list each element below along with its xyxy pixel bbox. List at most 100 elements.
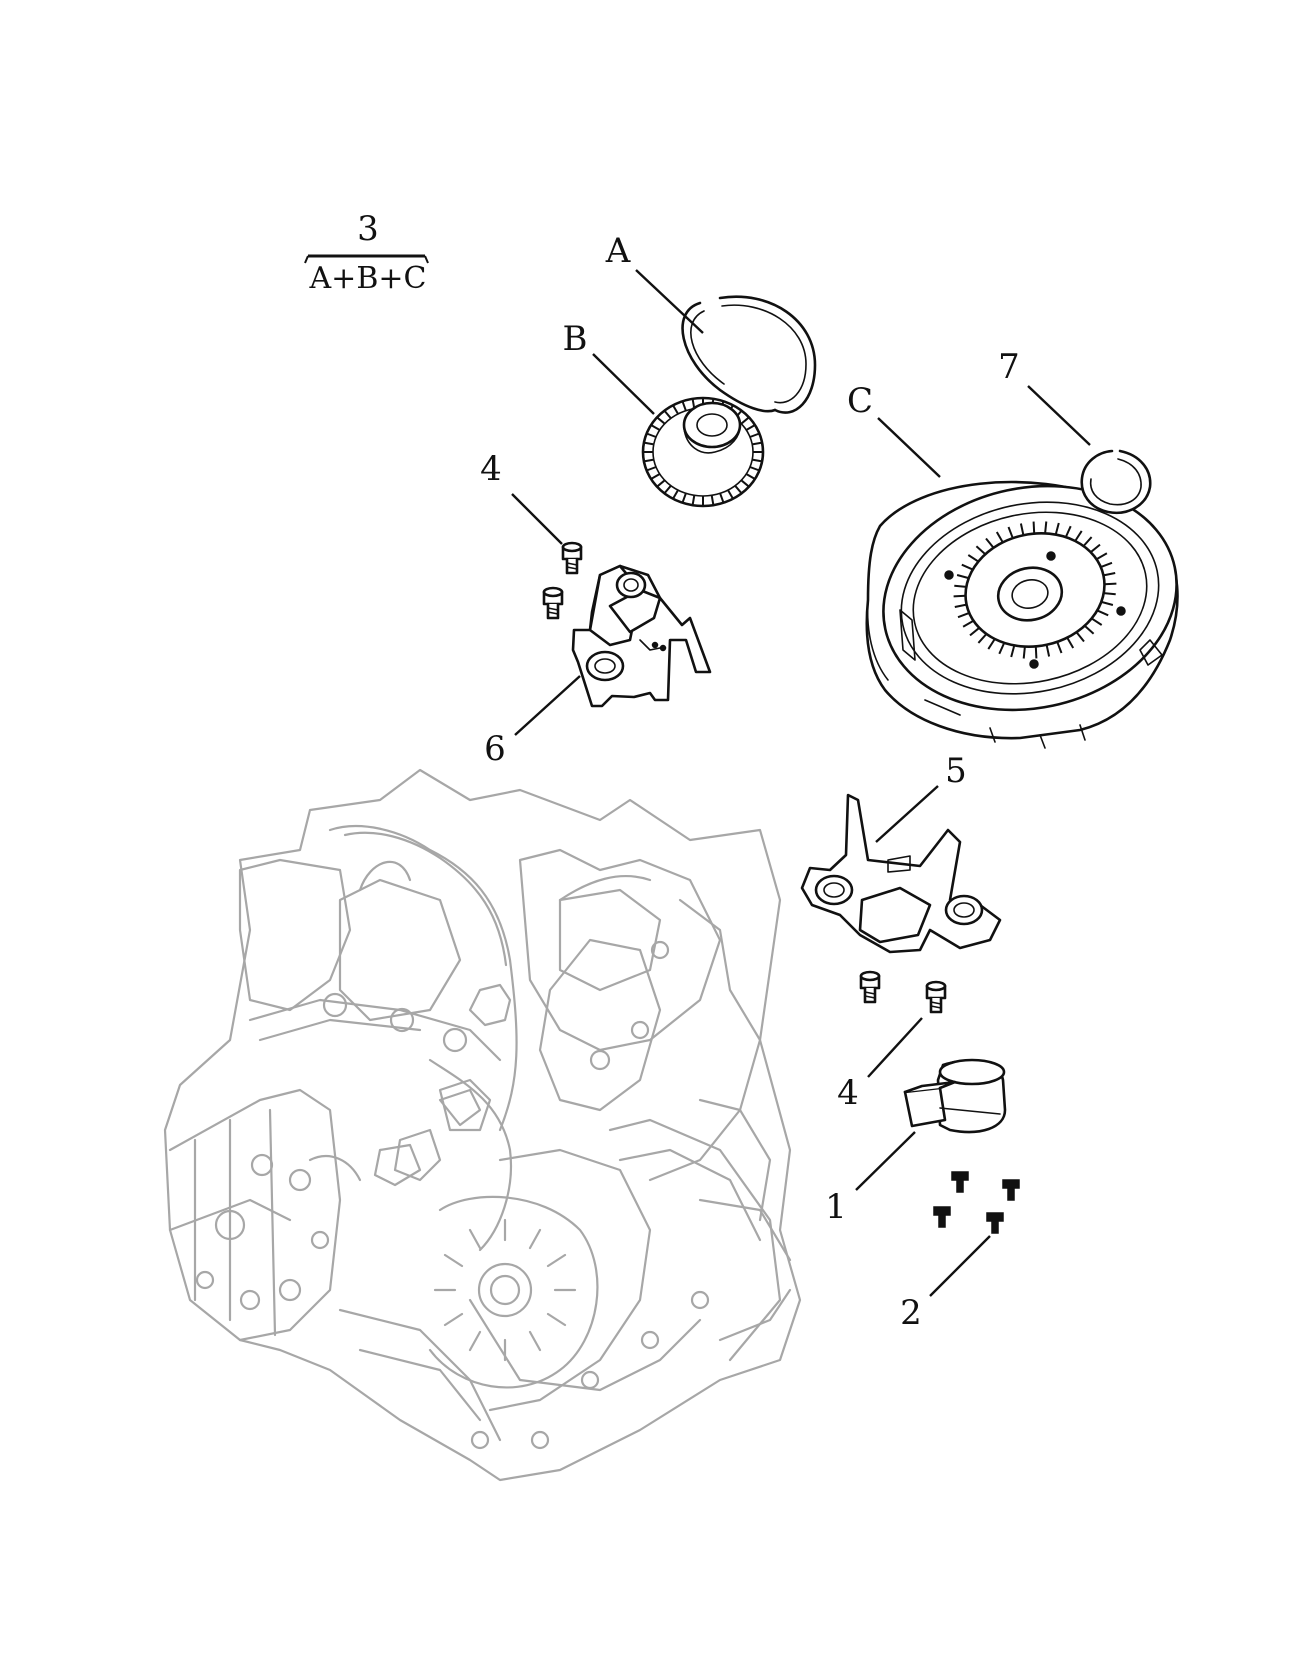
gear-tooth	[650, 424, 661, 431]
leader-7	[1027, 385, 1091, 446]
callout-7: 7	[998, 347, 1020, 387]
gear-tooth	[975, 545, 986, 555]
callout-4-lower: 4	[837, 1073, 859, 1113]
gear-tooth	[727, 489, 734, 500]
bracket-5	[800, 793, 1002, 954]
gear-tooth	[1075, 631, 1085, 643]
gear-tooth	[719, 492, 725, 504]
gear-tooth	[1101, 600, 1114, 606]
leader-6	[514, 675, 581, 736]
gear-tooth	[1103, 572, 1116, 577]
sensor-screws	[933, 1171, 1020, 1234]
gear-tooth	[1010, 645, 1016, 658]
gear-tooth	[957, 611, 970, 619]
leader-b	[592, 353, 655, 415]
gear-tooth	[745, 424, 756, 431]
gear-tooth	[1019, 523, 1025, 536]
gear-tooth	[985, 537, 995, 549]
gear-tooth	[740, 479, 750, 488]
leader-a	[635, 269, 704, 334]
gear-tooth	[1066, 637, 1075, 649]
gear-tooth	[672, 489, 679, 500]
callout-c: C	[847, 381, 873, 421]
transmission-housing	[163, 768, 802, 1482]
gear-tooth	[1064, 525, 1072, 538]
leader-4-upper	[511, 493, 563, 545]
leader-1	[855, 1131, 916, 1191]
gear-tooth	[1074, 530, 1083, 542]
gear-tooth	[1091, 617, 1103, 626]
gear-tooth	[1103, 592, 1116, 596]
gear-tooth	[1056, 641, 1063, 654]
gear-tooth	[987, 638, 996, 650]
gear-tooth	[1096, 609, 1109, 617]
leader-c	[877, 417, 941, 478]
gear-tooth	[650, 473, 661, 480]
gear-tooth	[1082, 536, 1093, 547]
bolts-upper	[542, 541, 583, 620]
gear-tooth	[656, 479, 666, 488]
gear-tooth	[1104, 582, 1117, 586]
gear-tooth	[663, 409, 672, 419]
leader-5	[875, 785, 939, 843]
gear-tooth	[643, 441, 654, 446]
gear-tooth	[998, 642, 1006, 655]
kit-number: 3	[357, 209, 379, 249]
speed-sensor-1	[903, 1058, 1007, 1134]
gear-tooth	[954, 603, 967, 608]
kit-composition: A+B+C	[309, 261, 427, 296]
gear-tooth	[995, 531, 1004, 543]
gear-tooth	[954, 584, 967, 588]
reluctor-gear-b	[641, 396, 765, 508]
gear-tooth	[1032, 521, 1036, 534]
gear-tooth	[961, 563, 974, 571]
leader-4-lower	[867, 1017, 923, 1078]
gear-tooth	[643, 458, 654, 463]
gear-tooth	[663, 485, 672, 495]
gear-tooth	[1022, 646, 1026, 659]
gear-tooth	[752, 441, 763, 446]
gear-tooth	[967, 554, 979, 563]
gear-tooth	[681, 400, 687, 412]
gear-tooth	[745, 473, 756, 480]
gear-tooth	[1007, 526, 1014, 539]
gear-tooth	[1054, 522, 1060, 535]
gear-tooth	[710, 495, 715, 506]
gear-tooth	[1096, 552, 1108, 561]
gear-tooth	[734, 485, 743, 495]
gear-tooth	[1034, 646, 1038, 659]
gear-tooth	[672, 404, 679, 415]
kit-notation: 3 A+B+C	[304, 209, 429, 296]
gear-tooth	[740, 416, 750, 425]
callout-2: 2	[900, 1293, 922, 1333]
snap-ring-large-a	[681, 295, 817, 414]
bracket-6	[571, 564, 712, 708]
torque-converter-c	[865, 480, 1179, 749]
gear-tooth	[977, 633, 988, 644]
bolts-lower	[859, 970, 947, 1014]
gear-tooth	[691, 495, 696, 506]
callout-b: B	[563, 319, 588, 359]
callout-4-upper: 4	[480, 449, 502, 489]
gear-tooth	[1084, 625, 1095, 635]
gear-tooth	[681, 492, 687, 504]
gear-tooth	[1090, 543, 1101, 553]
gear-tooth	[1045, 644, 1051, 657]
gear-tooth	[969, 627, 980, 637]
gear-tooth	[656, 416, 666, 425]
gear-tooth	[956, 574, 969, 580]
gear-tooth	[749, 432, 760, 438]
gear-tooth	[646, 466, 657, 472]
gear-tooth	[953, 594, 966, 598]
callout-6: 6	[484, 729, 506, 769]
leader-2	[929, 1235, 991, 1297]
gear-tooth	[1044, 521, 1048, 534]
gear-tooth	[752, 458, 763, 463]
callout-a: A	[605, 231, 631, 271]
gear-tooth	[646, 432, 657, 438]
callout-5: 5	[945, 751, 967, 791]
snap-ring-small-7	[1080, 449, 1152, 515]
callout-1: 1	[825, 1187, 847, 1227]
